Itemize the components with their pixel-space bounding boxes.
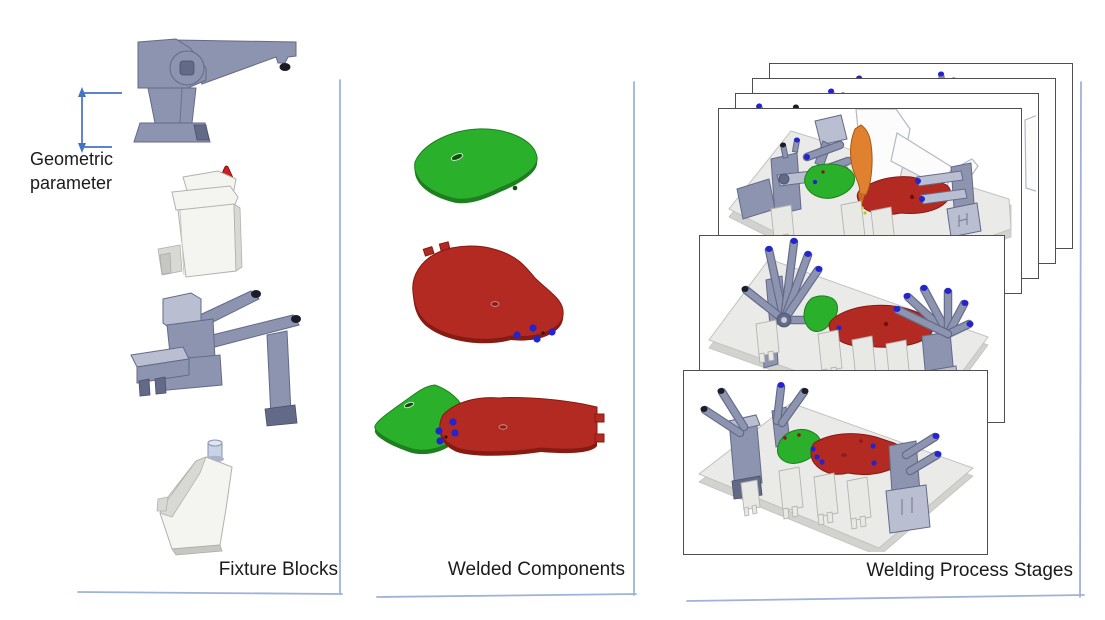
welding-torch-icon — [850, 124, 873, 215]
stages-panel-baseline — [686, 594, 1085, 602]
toggle-clamp-model — [133, 38, 297, 143]
geometric-parameter-annotation: Geometric parameter — [30, 149, 114, 194]
top-clamp-icon — [771, 382, 809, 448]
green-plate-icon — [804, 163, 856, 199]
wedge-support-model — [156, 439, 233, 556]
welded-panel-baseline — [376, 593, 637, 598]
twin-arm-clamp-model — [130, 290, 301, 427]
robot-arm-peek-icon — [1024, 115, 1036, 192]
welded-components-label: Welded Components — [447, 559, 625, 580]
red-plate-icon — [810, 433, 904, 476]
block-clamp-model — [157, 165, 243, 278]
left-fan-clamp-icon — [741, 237, 844, 369]
green-component-model — [414, 128, 538, 204]
welding-process-stages-label: Welding Process Stages — [866, 560, 1073, 581]
stage3-scene — [698, 382, 974, 552]
red-component-model — [412, 241, 564, 344]
dimension-arrow — [78, 87, 122, 153]
stages-panel-divider — [1079, 81, 1082, 598]
right-fixtures-icon — [915, 162, 982, 238]
fixture-panel-baseline — [77, 591, 343, 595]
right-tower-clamp-icon — [885, 432, 942, 534]
stage3-card — [683, 370, 988, 555]
support-feet-icon — [740, 466, 872, 530]
fixture-blocks-label: Fixture Blocks — [218, 559, 338, 580]
left-tower-clamp-icon — [700, 387, 763, 500]
welded-assembly-model — [374, 384, 605, 456]
